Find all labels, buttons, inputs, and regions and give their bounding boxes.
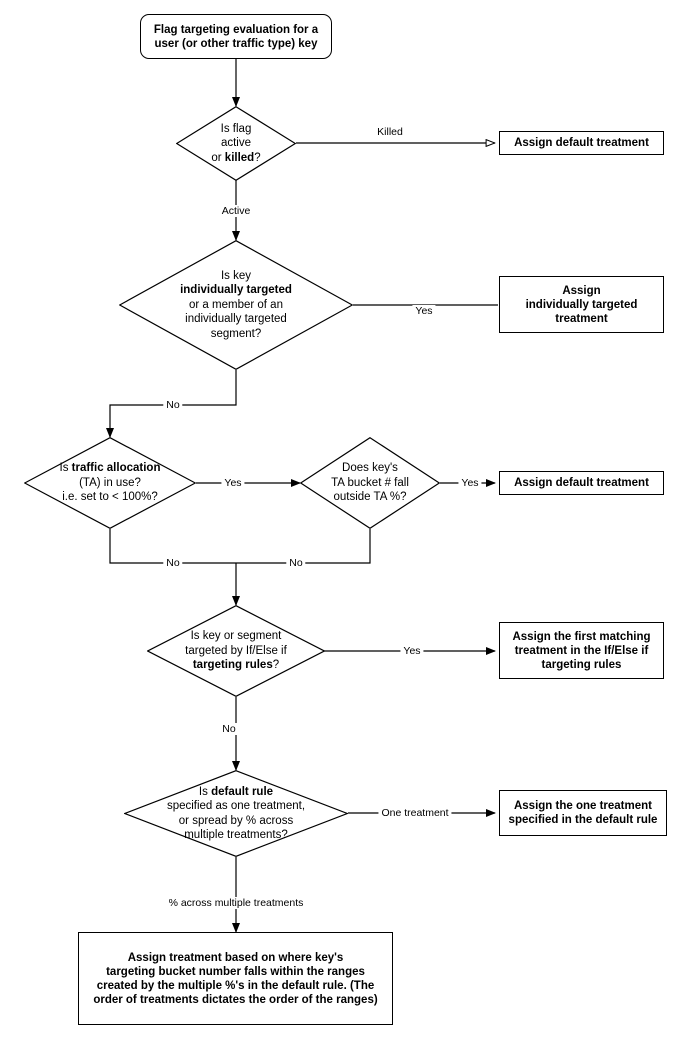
indiv-line3: or a member of an xyxy=(189,298,283,311)
ifelse-line3-bold: targeting rules xyxy=(192,659,273,672)
assign-indiv-line1: Assign xyxy=(562,284,601,297)
tab-line3: outside TA %? xyxy=(333,491,407,504)
decision-flag-active-text: Is flag active or killed? xyxy=(176,106,296,181)
edge-label-yes-traffic-allocation: Yes xyxy=(221,477,245,489)
edge-label-no-individually: No xyxy=(163,399,183,411)
spread-line1: Assign treatment based on where key's xyxy=(127,951,344,964)
node-decision-ifelse-rules: Is key or segment targeted by If/Else if… xyxy=(147,605,325,697)
flag-active-line3-post: ? xyxy=(254,151,261,164)
node-assign-one-treatment: Assign the one treatment specified in th… xyxy=(499,790,667,836)
node-assign-spread-percent: Assign treatment based on where key's ta… xyxy=(78,932,393,1025)
flag-active-line3-pre: or xyxy=(211,151,225,164)
indiv-line4: individually targeted xyxy=(185,313,287,326)
defrule-line2: specified as one treatment, xyxy=(166,800,306,812)
one-treatment-line2: specified in the default rule xyxy=(508,814,658,826)
ifelse-line2: targeted by If/Else if xyxy=(185,644,287,657)
diamond-shape xyxy=(176,106,296,181)
ta-line3: i.e. set to < 100%? xyxy=(62,491,158,504)
node-assign-individually-targeted: Assign individually targeted treatment xyxy=(499,276,664,333)
spread-line3: created by the multiple %'s in the defau… xyxy=(96,979,375,992)
node-start: Flag targeting evaluation for a user (or… xyxy=(140,14,332,59)
decision-individually-targeted-text: Is key individually targeted or a member… xyxy=(119,240,353,370)
node-decision-default-rule: Is default rule specified as one treatme… xyxy=(124,770,348,857)
flag-active-line1: Is flag xyxy=(220,122,252,135)
node-decision-individually-targeted: Is key individually targeted or a member… xyxy=(119,240,353,370)
decision-ifelse-rules-text: Is key or segment targeted by If/Else if… xyxy=(147,605,325,697)
one-treatment-line1: Assign the one treatment xyxy=(513,800,652,812)
first-matching-line2: treatment in the If/Else if xyxy=(514,644,649,657)
node-decision-flag-active: Is flag active or killed? xyxy=(176,106,296,181)
start-line1: Flag targeting evaluation for a xyxy=(153,23,319,36)
defrule-line1-bold: default rule xyxy=(211,785,274,798)
assign-indiv-line2: individually targeted xyxy=(525,298,638,311)
node-assign-first-matching: Assign the first matching treatment in t… xyxy=(499,622,664,679)
decision-ta-bucket-text: Does key's TA bucket # fall outside TA %… xyxy=(300,437,440,529)
indiv-line5: segment? xyxy=(210,327,262,340)
node-decision-ta-bucket: Does key's TA bucket # fall outside TA %… xyxy=(300,437,440,529)
edge-label-no-ta-bucket: No xyxy=(286,557,306,569)
indiv-line2: individually targeted xyxy=(180,284,292,297)
tab-line1: Does key's xyxy=(342,462,398,475)
spread-line2: targeting bucket number falls within the… xyxy=(106,965,365,978)
edge-label-yes-individually: Yes xyxy=(412,305,436,317)
diamond-shape xyxy=(24,437,196,529)
spread-line4: order of treatments dictates the order o… xyxy=(93,993,378,1006)
ifelse-line1: Is key or segment xyxy=(190,630,282,643)
defrule-line3: or spread by % across xyxy=(178,814,294,827)
defrule-line4: multiple treatments? xyxy=(184,829,288,841)
indiv-line1: Is key xyxy=(220,269,252,282)
assign-default-2-text: Assign default treatment xyxy=(514,477,649,489)
ta-line1-pre: Is xyxy=(59,462,72,475)
edge-label-no-ifelse: No xyxy=(219,723,239,735)
diamond-shape xyxy=(124,770,348,857)
ifelse-line3-post: ? xyxy=(272,659,280,672)
decision-traffic-allocation-text: Is traffic allocation (TA) in use? i.e. … xyxy=(24,437,196,529)
flag-active-line2: active xyxy=(220,137,252,150)
node-assign-default-treatment-2: Assign default treatment xyxy=(499,471,664,495)
ta-line1-bold: traffic allocation xyxy=(71,462,161,475)
decision-default-rule-text: Is default rule specified as one treatme… xyxy=(124,770,348,857)
first-matching-line1: Assign the first matching xyxy=(512,630,651,643)
edge-label-yes-ta-bucket: Yes xyxy=(458,477,482,489)
defrule-line1-pre: Is xyxy=(198,785,212,798)
node-assign-default-treatment-1: Assign default treatment xyxy=(499,131,664,155)
start-line2: user (or other traffic type) key xyxy=(154,37,318,50)
node-decision-traffic-allocation: Is traffic allocation (TA) in use? i.e. … xyxy=(24,437,196,529)
ta-line2: (TA) in use? xyxy=(79,476,141,489)
edge-label-yes-ifelse: Yes xyxy=(400,645,424,657)
flag-active-line3-bold: killed xyxy=(224,151,255,164)
edge-label-percent-across: % across multiple treatments xyxy=(165,897,307,909)
diamond-shape xyxy=(300,437,440,529)
diamond-shape xyxy=(147,605,325,697)
diamond-shape xyxy=(119,240,353,370)
tab-line2: TA bucket # fall xyxy=(331,476,409,489)
edge-label-one-treatment: One treatment xyxy=(378,807,452,819)
assign-default-1-text: Assign default treatment xyxy=(514,137,649,149)
first-matching-line3: targeting rules xyxy=(541,658,622,671)
edge-label-no-traffic-allocation: No xyxy=(163,557,183,569)
assign-indiv-line3: treatment xyxy=(555,312,608,325)
edge-label-active: Active xyxy=(218,205,254,217)
edge-label-killed: Killed xyxy=(374,126,406,138)
